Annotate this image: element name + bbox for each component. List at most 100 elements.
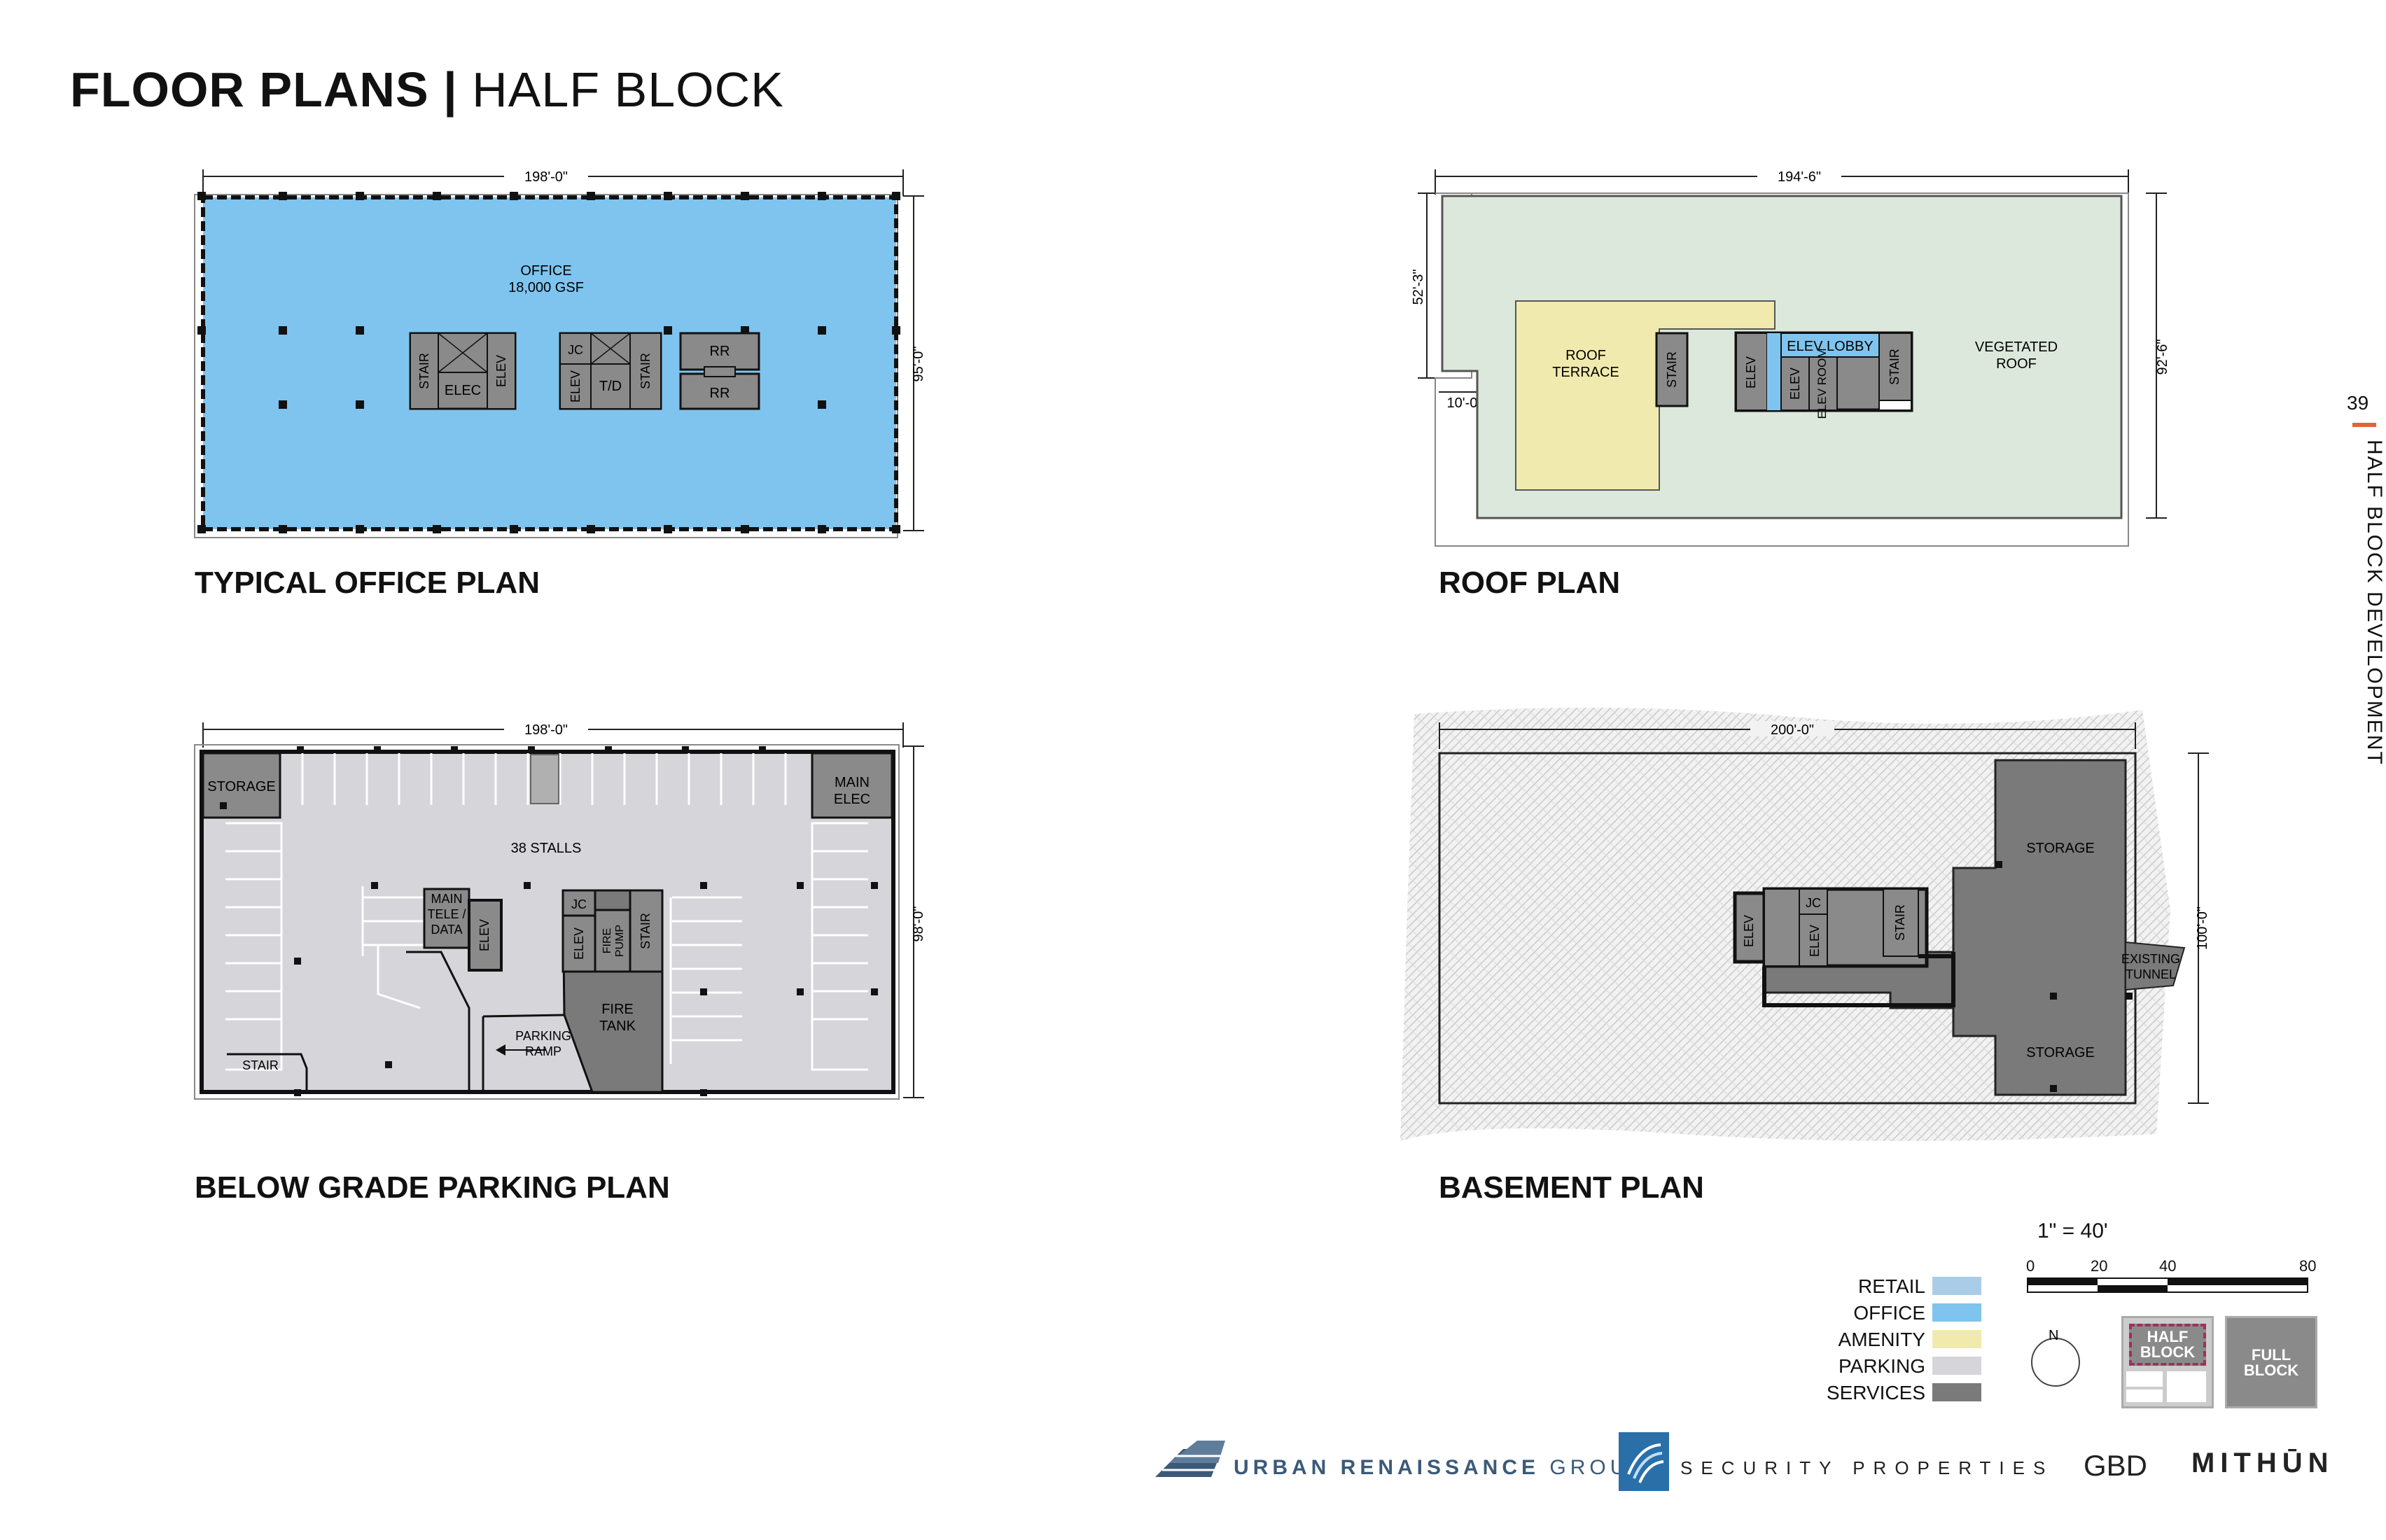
parking-main-elec-1: MAIN — [835, 775, 870, 790]
roof-terrace-label-1: ROOF — [1565, 348, 1606, 363]
gbd-logo: GBD — [2084, 1449, 2148, 1482]
north-label: N — [2049, 1328, 2058, 1343]
roof-room-stair: STAIR — [1665, 351, 1679, 388]
basement-storage-top: STORAGE — [2026, 841, 2094, 856]
roof-dim-offset-v: 52'-3" — [1411, 270, 1426, 305]
keyplan-half: HALF BLOCK — [2121, 1316, 2214, 1408]
vegetated-label-2: ROOF — [1996, 356, 2037, 372]
parking-tele-1: MAIN — [431, 892, 463, 906]
office-area-size: 18,000 GSF — [508, 280, 584, 295]
basement-tunnel-1: EXISTING — [2121, 952, 2180, 966]
scale-ratio: 1" = 40' — [2037, 1219, 2108, 1242]
office-area — [201, 195, 898, 531]
office-room-td: T/D — [599, 379, 622, 394]
urban-renaissance-logo-icon — [1155, 1441, 1225, 1477]
roof-elev-lobby-label: ELEV LOBBY — [1787, 339, 1873, 354]
keyplan-full: FULL BLOCK — [2225, 1316, 2317, 1408]
scale-tick: 20 — [2091, 1257, 2108, 1275]
office-room-rr: RR — [710, 344, 730, 359]
basement-dim-width: 200'-0" — [1771, 722, 1814, 738]
legend-services: SERVICES — [1792, 1382, 1981, 1404]
office-plan-drawing: 198'-0" 95'-0" OFFICE 18,000 GSF STAIR E… — [194, 168, 926, 538]
security-properties-logo-icon — [1619, 1432, 1669, 1491]
basement-storage-bottom: STORAGE — [2026, 1045, 2094, 1060]
vegetated-label-1: VEGETATED — [1975, 340, 2058, 355]
basement-plan-drawing: 200'-0" 100'-0" ELEV JC ELEV STAIR STORA… — [1400, 707, 2210, 1141]
legend-swatch — [1932, 1330, 1981, 1348]
roof-terrace-label-2: TERRACE — [1552, 365, 1619, 380]
office-plan-label: TYPICAL OFFICE PLAN — [195, 566, 540, 600]
parking-fire-tank-2: TANK — [599, 1018, 636, 1034]
office-room-elev: ELEV — [494, 355, 508, 387]
scale-tick: 80 — [2299, 1257, 2317, 1275]
roof-room-stair-2: STAIR — [1888, 349, 1902, 385]
parking-storage: STORAGE — [207, 779, 275, 794]
parking-dim-width: 198'-0" — [524, 722, 568, 738]
scale-tick: 40 — [2159, 1257, 2177, 1275]
parking-tele-2: TELE / — [427, 907, 466, 921]
security-logo-text: SECURITY PROPERTIES — [1680, 1457, 2054, 1478]
parking-room-elev-2: ELEV — [572, 927, 586, 960]
parking-dim-depth: 98'-0" — [911, 906, 926, 942]
parking-stair: STAIR — [242, 1058, 279, 1072]
parking-fire-pump-1: FIRE — [601, 928, 613, 953]
parking-tele-3: DATA — [431, 923, 462, 937]
roof-plan-label: ROOF PLAN — [1439, 566, 1621, 600]
office-room-rr-2: RR — [710, 386, 730, 401]
page-title-light: HALF BLOCK — [472, 62, 784, 117]
keyplan-full-label: FULL BLOCK — [2243, 1346, 2299, 1379]
basement-services — [1763, 759, 2127, 1096]
parking-stalls: 38 STALLS — [511, 841, 582, 856]
parking-main-elec-2: ELEC — [834, 792, 870, 807]
legend-swatch — [1932, 1303, 1981, 1322]
office-area-name: OFFICE — [520, 263, 571, 279]
basement-room-jc: JC — [1806, 896, 1821, 910]
parking-ramp-1: PARKING — [515, 1029, 571, 1043]
basement-room-stair: STAIR — [1893, 904, 1907, 941]
accent-bar — [2352, 423, 2376, 427]
mithun-logo: MITHŪN — [2191, 1448, 2334, 1478]
office-room-stair-2: STAIR — [639, 353, 653, 389]
parking-room-stair: STAIR — [639, 913, 653, 949]
parking-area — [200, 750, 895, 1094]
parking-plan-drawing: 198'-0" 98'-0" STORAGE MAIN ELEC 38 STAL… — [194, 721, 926, 1100]
page-number: 39 — [2347, 392, 2369, 414]
legend-parking: PARKING — [1792, 1355, 1981, 1377]
north-arrow-icon: N — [2031, 1328, 2080, 1387]
legend-label: OFFICE — [1853, 1302, 1925, 1324]
roof-room-elev-2: ELEV — [1788, 368, 1802, 400]
office-room-stair: STAIR — [417, 353, 431, 389]
legend-swatch — [1932, 1277, 1981, 1295]
side-label: HALF BLOCK DEVELOPMENT — [2363, 440, 2386, 766]
legend-swatch — [1932, 1383, 1981, 1401]
roof-room-elev: ELEV — [1744, 356, 1758, 388]
urban-logo-text: URBAN RENAISSANCE — [1234, 1456, 1540, 1479]
legend-label: RETAIL — [1858, 1275, 1925, 1297]
roof-terrace — [1515, 300, 1775, 491]
basement-room-elev-2: ELEV — [1808, 925, 1822, 957]
legend-label: SERVICES — [1826, 1382, 1925, 1404]
legend-amenity: AMENITY — [1792, 1329, 1981, 1350]
roof-dim-offset-h: 10'-0" — [1447, 396, 1483, 411]
scale-tick: 0 — [2026, 1257, 2035, 1275]
parking-plan-label: BELOW GRADE PARKING PLAN — [195, 1170, 670, 1205]
office-room-elec: ELEC — [445, 383, 481, 398]
legend-retail: RETAIL — [1792, 1275, 1981, 1297]
roof-plan-drawing: 194'-6" 92'-6" 52'-3" 10'-0" ROOF TERRAC… — [1411, 168, 2170, 547]
parking-fire-tank-1: FIRE — [601, 1002, 634, 1017]
basement-room-elev: ELEV — [1742, 915, 1756, 947]
legend-swatch — [1932, 1357, 1981, 1375]
parking-ramp-2: RAMP — [525, 1044, 561, 1058]
basement-dim-depth: 100'-0" — [2195, 906, 2210, 950]
roof-dim-depth: 92'-6" — [2155, 340, 2170, 375]
parking-fire-pump-2: PUMP — [614, 925, 626, 957]
office-room-jc: JC — [568, 343, 583, 357]
office-dim-depth: 95'-0" — [911, 346, 926, 382]
legend-label: PARKING — [1839, 1355, 1925, 1377]
parking-room-elev: ELEV — [477, 919, 491, 951]
page-title: FLOOR PLANS | HALF BLOCK — [70, 62, 784, 118]
legend-label: AMENITY — [1838, 1329, 1925, 1350]
basement-plan-label: BASEMENT PLAN — [1439, 1170, 1704, 1205]
roof-room-elev-room: ELEV ROOM — [1815, 348, 1829, 419]
page-title-bold: FLOOR PLANS | — [70, 62, 458, 117]
